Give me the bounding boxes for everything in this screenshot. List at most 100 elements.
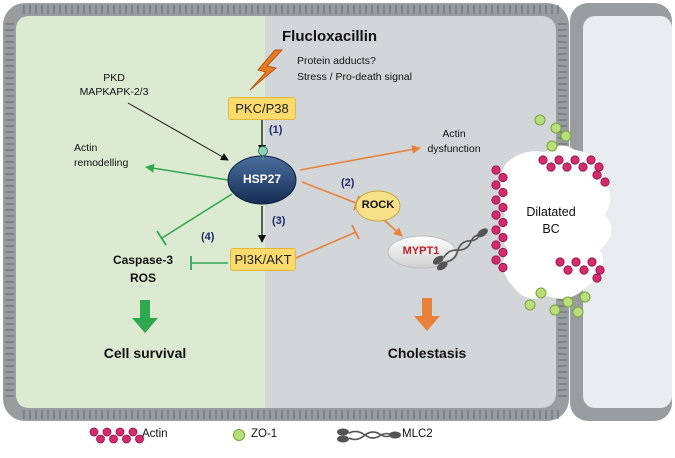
mlc2-head [436, 261, 448, 271]
actin-bead [600, 177, 610, 187]
actin-bead [491, 180, 501, 190]
step-2-label: (2) [341, 177, 355, 189]
actin-bead [498, 187, 508, 198]
actin-bead [498, 247, 508, 258]
mypt1-label: MYPT1 [402, 245, 440, 257]
actin-bead [555, 257, 565, 267]
neighbor-cell [583, 16, 672, 408]
actin-bead [579, 265, 589, 275]
actin-bead [592, 170, 602, 180]
actin-bead [570, 155, 580, 165]
actin-bead [498, 232, 508, 243]
actin-bead [498, 262, 508, 273]
pi3k-akt-box: PI3K/AKT [230, 248, 296, 271]
rock-node [355, 190, 401, 222]
actin-bead [594, 162, 604, 172]
phosphate-group-icon [258, 146, 268, 156]
mlc2-head [337, 435, 349, 443]
mlc2-tail [443, 234, 480, 258]
step-1-label: (1) [269, 124, 283, 136]
mlc2-tail-head [477, 228, 488, 238]
actin-dysfunction-line-1: Actin [442, 128, 466, 140]
actin-filaments [491, 155, 610, 283]
legend-mlc2-icon [337, 428, 401, 443]
actin-bead [102, 427, 112, 437]
stimulus-line-2: Stress / Pro-death signal [297, 71, 412, 83]
step-3-label: (3) [272, 215, 286, 227]
hsp27-label: HSP27 [242, 172, 282, 186]
stimulus-line-1: Protein adducts? [297, 55, 376, 67]
mlc2-molecule [432, 228, 488, 271]
survival-arrow [132, 300, 158, 333]
cholestasis-arrow [414, 298, 440, 331]
actin-bead [109, 434, 118, 444]
actin-bead [586, 155, 596, 165]
actin-bead [563, 265, 573, 275]
ros-label: ROS [129, 271, 157, 285]
legend-actin-label: Actin [142, 428, 168, 440]
rock-label: ROCK [361, 199, 395, 211]
actin-bead [491, 165, 501, 175]
hsp27-node [227, 155, 297, 205]
mlc2-head [432, 255, 444, 265]
hsp27-caspase-inhibition [161, 193, 233, 239]
inhibition-bar [351, 224, 360, 240]
bc-label-1: Dilatated [526, 205, 576, 219]
legend-mlc2-label: MLC2 [402, 428, 433, 440]
kinase-arrow [127, 102, 229, 161]
actin-bead [96, 434, 105, 444]
cell-survival-label: Cell survival [103, 345, 187, 361]
actin-bead [498, 217, 508, 228]
inhibition-bar [156, 230, 167, 246]
actin-bead [571, 257, 581, 267]
kinase-label-1: PKD [103, 72, 125, 84]
actin-bead [491, 255, 501, 265]
zo1-dot [572, 306, 584, 318]
bile-canaliculus [498, 145, 612, 299]
zo1-dot [560, 130, 572, 142]
actin-bead [578, 162, 588, 172]
bc-label-2: BC [542, 222, 560, 236]
actin-bead [538, 155, 548, 165]
hsp27-rock-inhibition [301, 181, 357, 204]
actin-dysfunction-arrow [299, 145, 421, 171]
actin-bead [491, 240, 501, 250]
zo1-dot [535, 287, 547, 299]
actin-bead [554, 155, 564, 165]
zo1-dot [524, 299, 536, 311]
actin-bead [491, 225, 501, 235]
lightning-bolt-icon [249, 49, 284, 91]
pi3k-rock-inhibition [295, 231, 357, 259]
zo1-dot [562, 296, 574, 308]
zo1-dot [549, 304, 561, 316]
mlc2-tail [348, 431, 392, 441]
actin-dysfunction-line-2: dysfunction [427, 143, 481, 155]
actin-bead [595, 265, 605, 275]
left-panel [16, 16, 265, 408]
actin-bead [498, 172, 508, 183]
actin-bead [498, 202, 508, 213]
drug-title: Flucloxacillin [282, 28, 378, 45]
mlc2-tail [348, 430, 392, 439]
actin-bead [491, 210, 501, 220]
actin-bead [592, 273, 602, 283]
actin-remodel-line-1: Actin [74, 142, 98, 154]
pkc-p38-box: PKC/P38 [228, 97, 296, 120]
mlc2-tail-head [389, 431, 401, 439]
actin-bead [122, 434, 131, 444]
actin-remodel-line-2: remodelling [74, 157, 129, 169]
actin-bead [89, 427, 99, 437]
actin-bead [135, 434, 144, 444]
cholestasis-label: Cholestasis [387, 345, 467, 361]
actin-bead [491, 195, 501, 205]
actin-bead [546, 162, 556, 172]
mlc2-tail [446, 234, 481, 263]
zo1-dot [579, 291, 591, 303]
zo1-dot [534, 114, 546, 126]
step-4-label: (4) [201, 231, 215, 243]
actin-bead [128, 427, 138, 437]
zo1-dot [550, 122, 562, 134]
mlc2-head [337, 428, 349, 436]
actin-bead [115, 427, 125, 437]
